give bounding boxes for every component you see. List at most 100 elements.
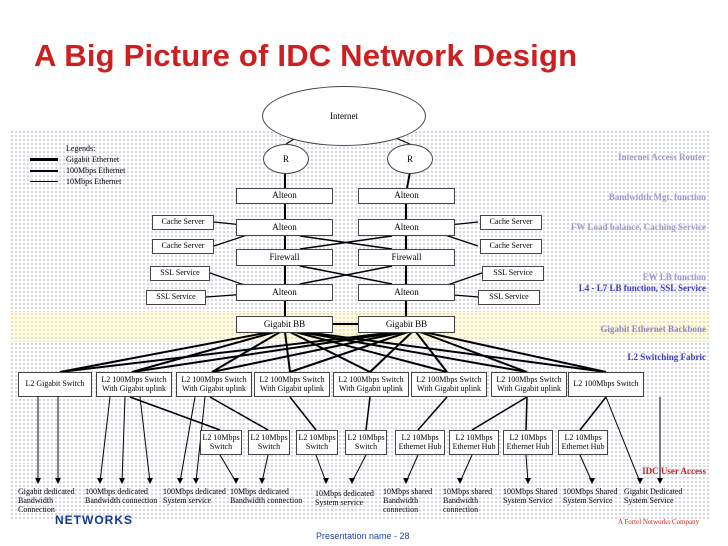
l2-switch-label: L2 Gigabit Switch xyxy=(25,379,85,389)
l2-switch-label: L2 100Mbps Switch xyxy=(338,375,404,385)
l2-10mbps-label: L2 10Mbps xyxy=(298,433,336,443)
layer-label-ewlb: EW LB function xyxy=(642,272,706,282)
l2-switch-label: With Gigabit uplink xyxy=(181,383,247,393)
alteon-ssl-left: Alteon xyxy=(236,284,333,301)
l2-switch-label: L2 100Mbps Switch xyxy=(101,375,167,385)
connection-label-line: Gigabit dedicated xyxy=(18,487,75,496)
l2-switch-label: L2 100Mbps Switch xyxy=(573,379,639,389)
connection-label-line: connection xyxy=(443,505,479,514)
legend-gigabit-swatch xyxy=(30,158,58,161)
l2-switch: L2 Gigabit Switch xyxy=(18,372,92,397)
connection-label-line: Bandwidth xyxy=(18,496,54,505)
connection-label-line: Bandwidth xyxy=(443,496,479,505)
router-right-label: R xyxy=(406,154,413,164)
l2-10mbps-label: Ethernet Hub xyxy=(561,441,605,451)
connection-label-line: 100Mbps dedicated xyxy=(163,487,226,496)
ssl-service-right-2: SSL Service xyxy=(478,290,540,305)
cache-server-right-2: Cache Server xyxy=(480,239,542,254)
router-left-label: R xyxy=(282,154,289,164)
ssl-service-left-1: SSL Service xyxy=(150,266,210,281)
l2-switch-label: With Gigabit uplink xyxy=(338,383,404,393)
cache-server-left-2: Cache Server xyxy=(152,239,214,254)
connection-label-line: System Service xyxy=(563,496,613,505)
l2-switch-label: L2 100Mbps Switch xyxy=(259,375,325,385)
footer-company: A Fortel Networks Company xyxy=(618,518,700,526)
ssl-service-right-1: SSL Service xyxy=(482,266,544,281)
l2-switch-label: L2 100Mbps Switch xyxy=(416,375,482,385)
l2-switch-label: L2 100Mbps Switch xyxy=(496,375,562,385)
router-left: R xyxy=(263,144,309,174)
l2-10mbps-label: Switch xyxy=(209,441,233,451)
l2-10mbps-label: L2 10Mbps xyxy=(509,433,547,443)
l2-10mbps-label: Ethernet Hub xyxy=(452,441,496,451)
connection-label-line: System service xyxy=(163,496,212,505)
cache-server-right-1: Cache Server xyxy=(480,215,542,230)
layer-label-gigabit-backbone: Gigabit Ethernet Backbone xyxy=(600,324,706,334)
l2-10mbps-label: L2 10Mbps xyxy=(202,433,240,443)
alteon-bw-left: Alteon xyxy=(236,188,333,204)
l2-10mbps-label: Switch xyxy=(257,441,281,451)
layer-label-internet-access-router: Internet Access Router xyxy=(618,152,706,162)
layer-label-l4-l7: L4 - L7 LB function, SSL Service xyxy=(578,283,706,293)
l2-10mbps-label: Switch xyxy=(305,441,329,451)
connection-label-line: 100Mbps dedicated xyxy=(85,487,148,496)
connection-label-line: 10Mbps shared xyxy=(443,487,493,496)
alteon-fwlb-left: Alteon xyxy=(236,219,333,236)
connection-label-line: Connection xyxy=(18,505,55,514)
connection-label-line: connection xyxy=(383,505,419,514)
l2-switch-label: With Gigabit uplink xyxy=(416,383,482,393)
legend-fast-label: 100Mbps Ethernet xyxy=(66,166,126,175)
l2-10mbps-label: L2 10Mbps xyxy=(564,433,602,443)
legend-ten-swatch xyxy=(30,181,58,182)
l2-10mbps-label: L2 10Mbps xyxy=(455,433,493,443)
connection-label-line: Bandwidth connection xyxy=(85,496,158,505)
l2-10mbps-label: L2 10Mbps xyxy=(401,433,439,443)
gigabit-bb-left: Gigabit BB xyxy=(236,316,333,333)
l2-10mbps-label: Ethernet Hub xyxy=(398,441,442,451)
legend-heading: Legends: xyxy=(66,144,96,153)
l2-switch-label: With Gigabit uplink xyxy=(496,383,562,393)
legend-gigabit-label: Gigabit Ethernet xyxy=(66,155,120,164)
l2-switch-label: With Gigabit uplink xyxy=(259,383,325,393)
l2-10mbps-label: Ethernet Hub xyxy=(506,441,550,451)
connection-label-line: 10Mbps shared xyxy=(383,487,433,496)
connection-label-line: 10Mbps dedicated xyxy=(315,489,374,498)
background-band-user-access xyxy=(10,464,710,520)
firewall-left: Firewall xyxy=(236,249,333,266)
cache-server-left-1: Cache Server xyxy=(152,215,214,230)
l2-10mbps-label: L2 10Mbps xyxy=(250,433,288,443)
l2-switch-label: L2 100Mbps Switch xyxy=(181,375,247,385)
connection-label-line: 100Mbps Shared xyxy=(503,487,558,496)
legend-fast-swatch xyxy=(30,169,58,172)
alteon-ssl-right: Alteon xyxy=(358,284,455,301)
footer-page-label: Presentation name - 28 xyxy=(316,531,410,541)
firewall-right: Firewall xyxy=(358,249,455,266)
connection-label-line: System Service xyxy=(503,496,553,505)
layer-label-l2-fabric: L2 Switching Fabric xyxy=(627,352,706,362)
gigabit-bb-right: Gigabit BB xyxy=(358,316,455,333)
footer-logo: NETWORKS xyxy=(55,513,133,527)
l2-switch: L2 100Mbps Switch xyxy=(568,372,644,397)
connection-label-line: Gigabit Dedicated xyxy=(624,487,683,496)
internet-cloud: Internet xyxy=(262,86,426,146)
connection-label-line: System service xyxy=(315,498,364,507)
